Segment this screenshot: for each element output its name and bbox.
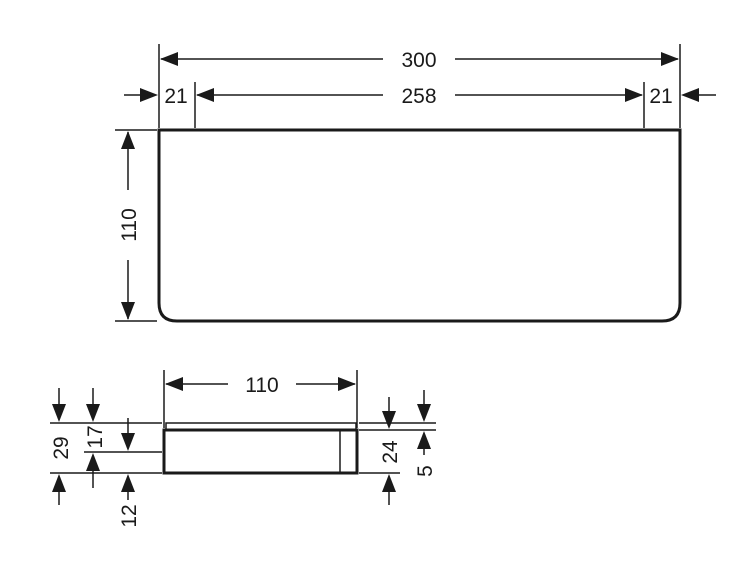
dimension-upper-height: 17 bbox=[84, 388, 107, 488]
dimension-inner-width: 258 bbox=[196, 85, 643, 108]
dimension-lower-height: 12 bbox=[118, 418, 141, 528]
dimension-right-offset: 21 bbox=[649, 85, 716, 108]
dimension-label-110-depth: 110 bbox=[118, 208, 141, 241]
dimension-side-depth: 110 bbox=[165, 374, 356, 397]
dimension-label-300: 300 bbox=[401, 49, 436, 72]
dimension-total-height: 29 bbox=[50, 388, 73, 505]
dimension-label-17: 17 bbox=[84, 425, 107, 448]
top-view: 300 258 21 21 110 bbox=[115, 44, 716, 323]
shelf-side-body bbox=[162, 428, 359, 475]
dimension-depth: 110 bbox=[118, 131, 141, 320]
shelf-side-lid bbox=[165, 422, 357, 431]
dimension-label-21-left: 21 bbox=[164, 85, 187, 108]
dimension-label-24: 24 bbox=[379, 440, 402, 464]
dimension-overall-width: 300 bbox=[160, 49, 679, 72]
dimension-label-258: 258 bbox=[401, 85, 436, 108]
dimension-label-5: 5 bbox=[414, 465, 437, 477]
shelf-top-outline bbox=[157, 128, 682, 323]
dimension-left-offset: 21 bbox=[124, 85, 188, 108]
dimension-label-12: 12 bbox=[118, 504, 141, 527]
dimension-label-110-side: 110 bbox=[245, 374, 278, 397]
dimension-body-height: 24 bbox=[379, 397, 402, 505]
dimension-label-21-right: 21 bbox=[649, 85, 672, 108]
side-view: 110 29 17 12 bbox=[50, 370, 437, 528]
dimension-label-29: 29 bbox=[50, 436, 73, 459]
dimension-lid-thickness: 5 bbox=[414, 390, 437, 477]
